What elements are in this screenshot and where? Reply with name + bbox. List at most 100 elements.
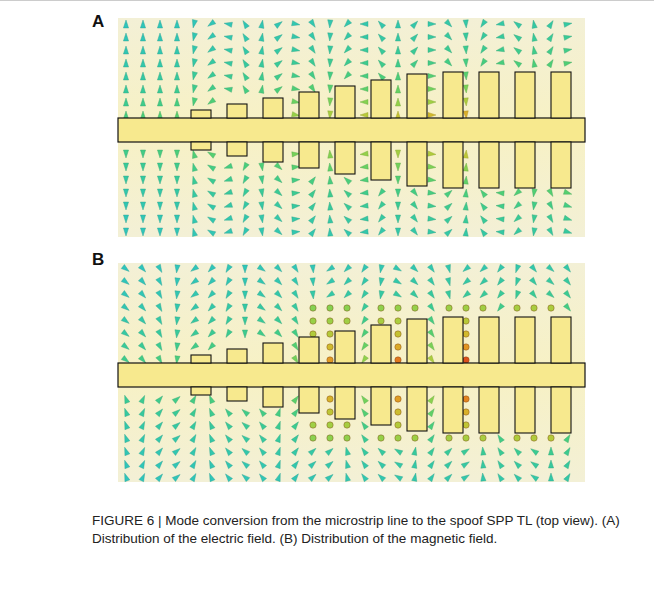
- field-arrow: [138, 329, 145, 337]
- field-arrow: [225, 422, 232, 430]
- field-arrow: [140, 176, 145, 184]
- field-arrow: [242, 461, 250, 468]
- field-dot: [446, 305, 452, 311]
- field-arrow: [444, 58, 451, 66]
- top-rule: [0, 0, 654, 1]
- field-arrow: [532, 189, 537, 197]
- field-arrow: [243, 21, 249, 29]
- field-arrow: [190, 409, 196, 417]
- field-arrow: [175, 330, 180, 338]
- field-arrow: [175, 343, 180, 351]
- field-arrow: [410, 290, 418, 297]
- field-arrow: [481, 473, 486, 481]
- field-arrow: [481, 58, 488, 66]
- spoof-spp-stub: [515, 317, 535, 363]
- field-arrow: [393, 291, 401, 297]
- field-arrow: [192, 228, 197, 236]
- field-dot: [310, 331, 316, 337]
- field-arrow: [395, 98, 400, 106]
- field-arrow: [242, 304, 247, 312]
- microstrip-line: [118, 118, 585, 142]
- field-arrow: [226, 329, 232, 337]
- field-arrow: [529, 264, 536, 272]
- spoof-spp-stub: [515, 72, 535, 118]
- field-arrow: [123, 20, 128, 28]
- field-arrow: [498, 448, 505, 456]
- field-arrow: [274, 227, 282, 234]
- field-arrow: [192, 163, 197, 171]
- field-arrow: [274, 74, 282, 81]
- field-arrow: [172, 409, 180, 416]
- field-arrow: [410, 34, 417, 42]
- field-arrow: [156, 277, 162, 285]
- field-arrow: [461, 475, 469, 482]
- field-arrow: [123, 176, 128, 184]
- field-dot: [327, 305, 333, 311]
- spoof-spp-stub: [479, 387, 499, 433]
- spoof-spp-stub: [479, 142, 499, 188]
- field-arrow: [259, 72, 264, 80]
- field-arrow: [224, 215, 232, 220]
- spoof-spp-stub: [227, 387, 247, 401]
- field-arrow: [175, 304, 180, 312]
- field-arrow: [564, 474, 570, 482]
- spoof-spp-stub: [371, 80, 391, 118]
- field-arrow: [208, 277, 215, 285]
- field-arrow: [140, 98, 145, 106]
- field-arrow: [243, 175, 249, 183]
- spoof-spp-stub: [551, 72, 571, 118]
- spoof-spp-stub: [551, 142, 571, 188]
- field-arrow: [121, 329, 129, 336]
- field-arrow: [208, 191, 216, 197]
- field-arrow: [208, 178, 216, 184]
- field-arrow: [208, 303, 215, 311]
- field-arrow: [259, 461, 266, 469]
- spoof-spp-stub: [191, 387, 211, 395]
- field-arrow: [445, 290, 450, 298]
- field-arrow: [325, 448, 333, 455]
- field-dot: [412, 305, 418, 311]
- field-arrow: [242, 409, 250, 416]
- field-arrow: [360, 99, 368, 104]
- field-arrow: [138, 342, 145, 350]
- field-arrow: [155, 448, 162, 456]
- field-arrow: [121, 277, 129, 284]
- field-arrow: [379, 278, 384, 286]
- spoof-spp-stub: [371, 142, 391, 180]
- field-arrow: [428, 409, 435, 417]
- field-arrow: [224, 228, 232, 233]
- field-dot: [395, 396, 401, 402]
- field-arrow: [463, 290, 471, 297]
- field-arrow: [378, 47, 385, 55]
- field-arrow: [428, 396, 435, 404]
- field-arrow: [225, 448, 232, 456]
- field-arrow: [564, 435, 570, 443]
- field-arrow: [344, 229, 352, 236]
- field-arrow: [192, 202, 197, 210]
- field-arrow: [529, 290, 536, 298]
- field-arrow: [292, 191, 300, 196]
- field-arrow: [275, 421, 280, 429]
- field-arrow: [208, 72, 216, 79]
- field-arrow: [514, 188, 522, 195]
- field-arrow: [275, 408, 280, 416]
- field-arrow: [444, 229, 452, 236]
- field-arrow: [480, 277, 488, 284]
- field-arrow: [362, 290, 369, 298]
- field-arrow: [395, 59, 400, 67]
- field-arrow: [532, 20, 537, 28]
- field-arrow: [123, 46, 128, 54]
- field-arrow: [291, 435, 298, 443]
- field-arrow: [172, 422, 180, 429]
- field-arrow: [243, 188, 249, 196]
- field-arrow: [344, 277, 352, 284]
- field-dot: [531, 305, 537, 311]
- field-arrow: [481, 45, 488, 53]
- field-dot: [327, 422, 333, 428]
- field-arrow: [309, 58, 316, 66]
- field-arrow: [140, 150, 145, 158]
- field-arrow: [378, 188, 385, 196]
- field-arrow: [225, 435, 232, 443]
- field-arrow: [174, 59, 179, 67]
- field-arrow: [138, 303, 145, 311]
